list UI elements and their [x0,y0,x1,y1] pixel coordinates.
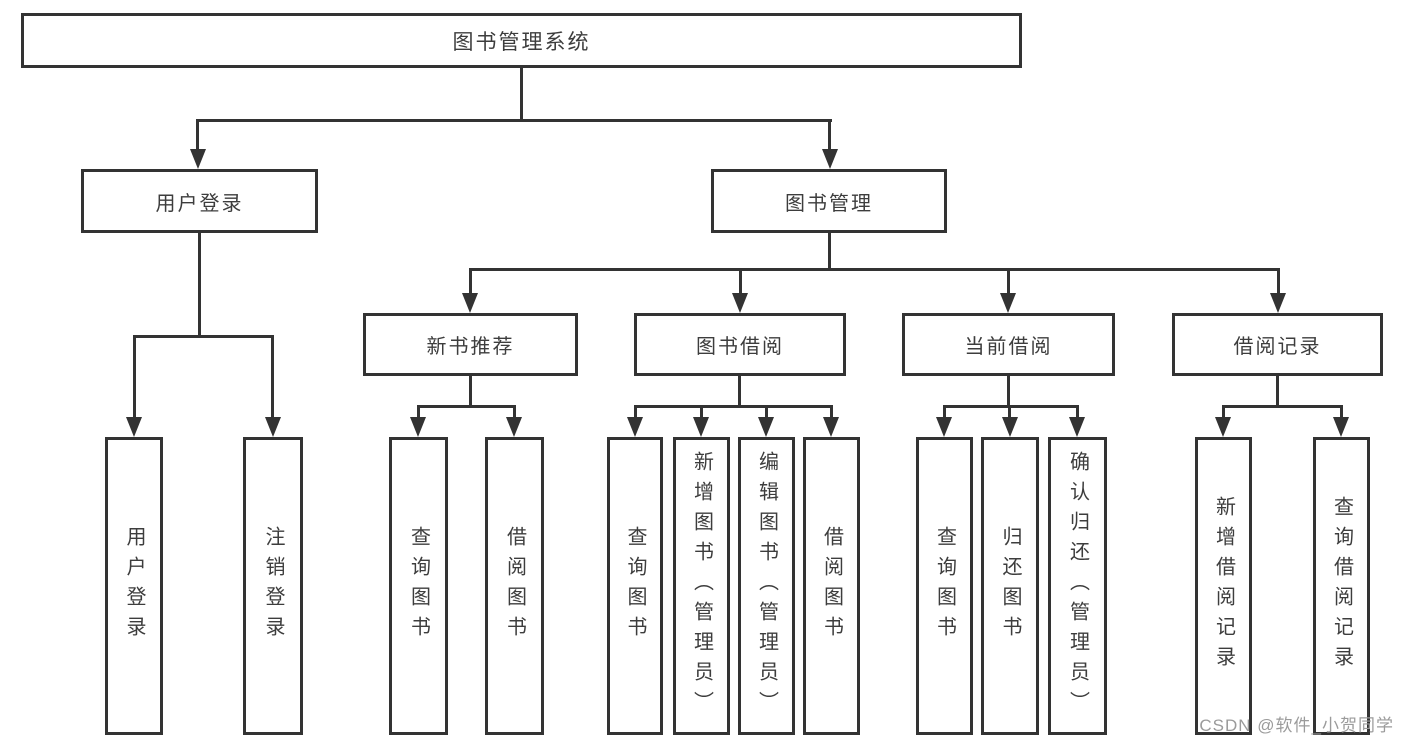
arrowhead-leaf-logout [265,417,281,437]
leaf-record-query-label: 查询借阅记录 [1330,496,1353,676]
edge-currentborrow-trunk [1007,376,1010,407]
arrowhead-record-query [1333,417,1349,437]
edge-currentborrow-bar [943,405,1079,408]
node-root-system: 图书管理系统 [21,13,1022,68]
leaf-logout-label: 注销登录 [262,526,284,646]
leaf-current-return: 归还图书 [981,437,1039,735]
edge-bookborrow-stem-2 [700,405,703,419]
leaf-current-query-label: 查询图书 [933,526,956,646]
edge-bookborrow-stem-1 [634,405,637,419]
arrowhead-book-management [822,149,838,169]
edge-newbook-trunk [469,376,472,407]
arrowhead-current-borrow [1000,293,1016,313]
node-book-borrow: 图书借阅 [634,313,846,376]
leaf-user-login: 用户登录 [105,437,163,735]
node-borrow-record-label: 借阅记录 [1233,336,1322,358]
edge-borrowrecord-stem-2 [1340,405,1343,419]
edge-bookborrow-stem-3 [765,405,768,419]
edge-borrowrecord-trunk [1276,376,1279,407]
node-new-book-recommend-label: 新书推荐 [426,336,515,358]
arrowhead-newbook-borrow [506,417,522,437]
leaf-record-add-label: 新增借阅记录 [1212,496,1235,676]
edge-root-bar [196,119,832,122]
edge-bookmgmt-stem-3 [1007,268,1010,295]
edge-root-stem-left [196,119,199,149]
node-current-borrow-label: 当前借阅 [964,336,1053,358]
arrowhead-book-borrow [732,293,748,313]
node-book-borrow-label: 图书借阅 [696,336,784,358]
edge-bookborrow-bar [634,405,833,408]
leaf-borrow-query: 查询图书 [607,437,663,735]
edge-root-stem-right [828,119,831,149]
edge-root-trunk [520,68,523,121]
edge-userlogin-stem-left [133,335,136,419]
leaf-borrow-borrow: 借阅图书 [803,437,860,735]
edge-bookborrow-stem-4 [830,405,833,419]
leaf-newbook-borrow: 借阅图书 [485,437,544,735]
leaf-record-query: 查询借阅记录 [1313,437,1370,735]
leaf-borrow-add: 新增图书（管理员） [673,437,730,735]
edge-bookmgmt-bar [469,268,1280,271]
leaf-newbook-query: 查询图书 [389,437,448,735]
edge-userlogin-bar [133,335,274,338]
leaf-borrow-add-label: 新增图书（管理员） [690,451,713,721]
arrowhead-new-book [462,293,478,313]
leaf-record-add: 新增借阅记录 [1195,437,1252,735]
edge-bookmgmt-stem-1 [469,268,472,295]
edge-newbook-bar [417,405,516,408]
edge-newbook-stem-1 [417,405,420,419]
arrowhead-bookborrow-add [693,417,709,437]
arrowhead-record-add [1215,417,1231,437]
arrowhead-currentborrow-return [1002,417,1018,437]
edge-borrowrecord-bar [1222,405,1343,408]
leaf-borrow-borrow-label: 借阅图书 [820,526,843,646]
leaf-borrow-query-label: 查询图书 [624,526,646,646]
node-new-book-recommend: 新书推荐 [363,313,578,376]
leaf-user-login-label: 用户登录 [123,526,145,646]
leaf-logout: 注销登录 [243,437,303,735]
edge-userlogin-trunk [198,233,201,337]
leaf-current-return-label: 归还图书 [999,526,1021,646]
edge-newbook-stem-2 [513,405,516,419]
edge-bookmgmt-trunk [828,233,831,270]
node-user-login-label: 用户登录 [155,192,244,215]
arrowhead-bookborrow-edit [758,417,774,437]
arrowhead-user-login [190,149,206,169]
arrowhead-borrow-record [1270,293,1286,313]
leaf-borrow-edit-label: 编辑图书（管理员） [755,451,778,721]
arrowhead-newbook-query [410,417,426,437]
edge-bookborrow-trunk [738,376,741,407]
edge-currentborrow-stem-2 [1008,405,1011,419]
leaf-current-confirm: 确认归还（管理员） [1048,437,1107,735]
node-user-login: 用户登录 [81,169,318,233]
node-borrow-record: 借阅记录 [1172,313,1383,376]
node-book-management: 图书管理 [711,169,947,233]
arrowhead-leaf-user-login [126,417,142,437]
edge-currentborrow-stem-1 [943,405,946,419]
node-current-borrow: 当前借阅 [902,313,1115,376]
node-root-label: 图书管理系统 [452,30,591,54]
leaf-borrow-edit: 编辑图书（管理员） [738,437,795,735]
leaf-newbook-query-label: 查询图书 [407,526,430,646]
arrowhead-bookborrow-query [627,417,643,437]
edge-borrowrecord-stem-1 [1222,405,1225,419]
arrowhead-bookborrow-borrow [823,417,839,437]
edge-bookmgmt-stem-4 [1277,268,1280,295]
arrowhead-currentborrow-query [936,417,952,437]
arrowhead-currentborrow-confirm [1069,417,1085,437]
edge-currentborrow-stem-3 [1076,405,1079,419]
edge-userlogin-stem-right [271,335,274,419]
leaf-newbook-borrow-label: 借阅图书 [503,526,526,646]
leaf-current-confirm-label: 确认归还（管理员） [1066,451,1089,721]
node-book-management-label: 图书管理 [785,192,873,215]
csdn-watermark: CSDN @软件_小贺同学 [1199,716,1394,735]
leaf-current-query: 查询图书 [916,437,973,735]
edge-bookmgmt-stem-2 [739,268,742,295]
